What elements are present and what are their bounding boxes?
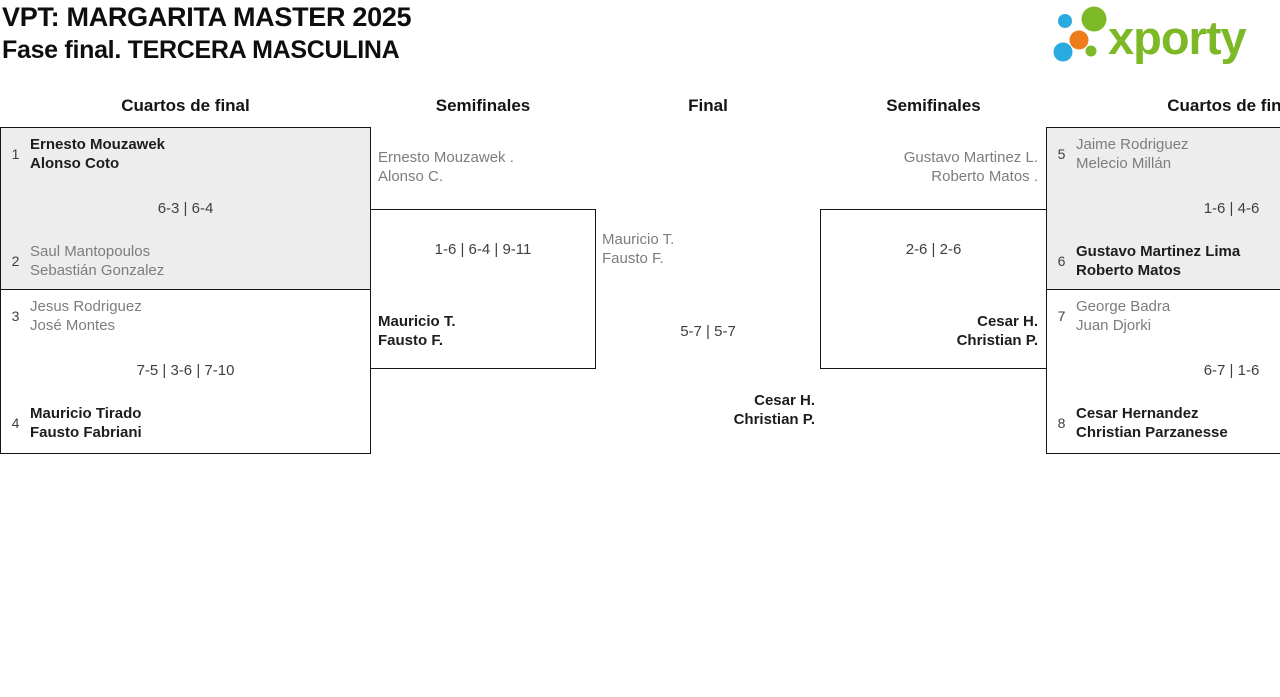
- team-line1: Cesar Hernandez: [1076, 405, 1199, 422]
- logo-wordmark: xporty: [1108, 11, 1247, 64]
- champion-team: Cesar H. Christian P.: [595, 391, 815, 429]
- match-entry-top: 5 Jaime Rodriguez Melecio Millán: [1055, 135, 1189, 173]
- seed-number: 3: [11, 308, 20, 324]
- team-line2: José Montes: [30, 317, 116, 334]
- match-score: 1-6 | 4-6: [1203, 200, 1260, 217]
- team-line2: Melecio Millán: [1076, 155, 1172, 172]
- logo-dot-green-small: [1085, 45, 1097, 57]
- team-line1: Ernesto Mouzawek: [30, 136, 166, 153]
- sf-right-top-team: Gustavo Martinez L. Roberto Matos .: [820, 148, 1038, 186]
- team-line2: Alonso C.: [378, 168, 444, 185]
- team-name: Jesus Rodriguez José Montes: [30, 297, 142, 335]
- team-line2: Sebastián Gonzalez: [30, 262, 165, 279]
- team-name: Ernesto Mouzawek Alonso Coto: [30, 135, 165, 173]
- logo-dot-blue-small: [1058, 14, 1072, 28]
- team-line1: Saul Mantopoulos: [30, 243, 151, 260]
- page-title: VPT: MARGARITA MASTER 2025: [2, 2, 412, 32]
- xporty-logo-graphic: xporty: [1053, 6, 1248, 64]
- match-entry-top: 1 Ernesto Mouzawek Alonso Coto: [9, 135, 165, 173]
- column-header-qf-left: Cuartos de final: [121, 96, 250, 115]
- team-name: Cesar Hernandez Christian Parzanesse: [1076, 404, 1228, 442]
- final-left-team: Mauricio T. Fausto F.: [602, 230, 674, 268]
- sf-left-top-team: Ernesto Mouzawek . Alonso C.: [378, 148, 514, 186]
- match-score: 1-6 | 6-4 | 9-11: [434, 241, 532, 258]
- team-name: George Badra Juan Djorki: [1076, 297, 1170, 335]
- seed-number: 8: [1057, 415, 1066, 431]
- team-line1: Cesar H.: [977, 313, 1038, 330]
- team-line2: Juan Djorki: [1076, 317, 1152, 334]
- match-entry-top: 7 George Badra Juan Djorki: [1055, 297, 1171, 335]
- seed-number: 5: [1057, 146, 1066, 162]
- team-name: Jaime Rodriguez Melecio Millán: [1076, 135, 1189, 173]
- team-line1: Mauricio T.: [378, 313, 456, 330]
- xporty-logo[interactable]: xporty: [1048, 3, 1280, 67]
- seed-number: 7: [1057, 308, 1066, 324]
- column-header-final: Final: [688, 96, 728, 115]
- team-line1: Mauricio Tirado: [30, 405, 142, 422]
- team-line2: Fausto F.: [602, 250, 664, 267]
- page-subtitle: Fase final. TERCERA MASCULINA: [2, 36, 400, 64]
- team-line2: Fausto F.: [378, 332, 444, 349]
- team-line2: Roberto Matos: [1076, 262, 1181, 279]
- team-line2: Christian P.: [956, 332, 1038, 349]
- team-line1: Gustavo Martinez L.: [903, 149, 1038, 166]
- match-sf-right[interactable]: 2-6 | 2-6 Cesar H. Christian P.: [820, 209, 1047, 369]
- sf-right-winner-team: Cesar H. Christian P.: [957, 312, 1038, 350]
- match-score: 7-5 | 3-6 | 7-10: [136, 362, 235, 379]
- team-line1: Gustavo Martinez Lima: [1076, 243, 1241, 260]
- team-name: Gustavo Martinez Lima Roberto Matos: [1076, 242, 1240, 280]
- final-score: 5-7 | 5-7: [680, 323, 736, 340]
- match-qf-left-1[interactable]: 1 Ernesto Mouzawek Alonso Coto 6-3 | 6-4…: [0, 127, 371, 290]
- column-header-sf-left: Semifinales: [435, 96, 531, 115]
- logo-dot-blue-large: [1053, 42, 1073, 62]
- team-line2: Christian P.: [733, 411, 815, 428]
- match-qf-right-1[interactable]: 5 Jaime Rodriguez Melecio Millán 1-6 | 4…: [1046, 127, 1280, 290]
- team-line2: Alonso Coto: [30, 155, 120, 172]
- match-entry-top: 3 Jesus Rodriguez José Montes: [9, 297, 142, 335]
- team-line1: Ernesto Mouzawek .: [378, 149, 514, 166]
- match-entry-bottom: 6 Gustavo Martinez Lima Roberto Matos: [1055, 242, 1241, 280]
- sf-left-winner-team: Mauricio T. Fausto F.: [378, 312, 456, 350]
- column-header-qf-right: Cuartos de final: [1167, 96, 1280, 115]
- team-line1: Jaime Rodriguez: [1076, 136, 1189, 153]
- match-score: 6-7 | 1-6: [1203, 362, 1260, 379]
- team-name: Mauricio Tirado Fausto Fabriani: [30, 404, 142, 442]
- match-entry-bottom: 8 Cesar Hernandez Christian Parzanesse: [1055, 404, 1228, 442]
- match-entry-bottom: 4 Mauricio Tirado Fausto Fabriani: [9, 404, 142, 442]
- team-line1: Cesar H.: [754, 392, 815, 409]
- seed-number: 1: [11, 146, 20, 162]
- match-qf-right-2[interactable]: 7 George Badra Juan Djorki 6-7 | 1-6 8 C…: [1046, 289, 1280, 454]
- match-sf-left[interactable]: 1-6 | 6-4 | 9-11 Mauricio T. Fausto F.: [370, 209, 596, 369]
- match-qf-left-2[interactable]: 3 Jesus Rodriguez José Montes 7-5 | 3-6 …: [0, 289, 371, 454]
- seed-number: 4: [11, 415, 20, 431]
- team-line1: George Badra: [1076, 298, 1171, 315]
- seed-number: 6: [1057, 253, 1066, 269]
- team-line1: Jesus Rodriguez: [30, 298, 142, 315]
- match-score: 6-3 | 6-4: [157, 200, 214, 217]
- column-header-sf-right: Semifinales: [886, 96, 981, 115]
- match-entry-bottom: 2 Saul Mantopoulos Sebastián Gonzalez: [9, 242, 165, 280]
- logo-dot-orange: [1069, 30, 1089, 50]
- team-line2: Fausto Fabriani: [30, 424, 142, 441]
- team-line2: Roberto Matos .: [931, 168, 1038, 185]
- team-line1: Mauricio T.: [602, 231, 675, 248]
- match-score: 2-6 | 2-6: [905, 241, 962, 258]
- team-line2: Christian Parzanesse: [1076, 424, 1228, 441]
- logo-dot-green-large: [1081, 6, 1107, 32]
- team-name: Saul Mantopoulos Sebastián Gonzalez: [30, 242, 164, 280]
- seed-number: 2: [11, 253, 20, 269]
